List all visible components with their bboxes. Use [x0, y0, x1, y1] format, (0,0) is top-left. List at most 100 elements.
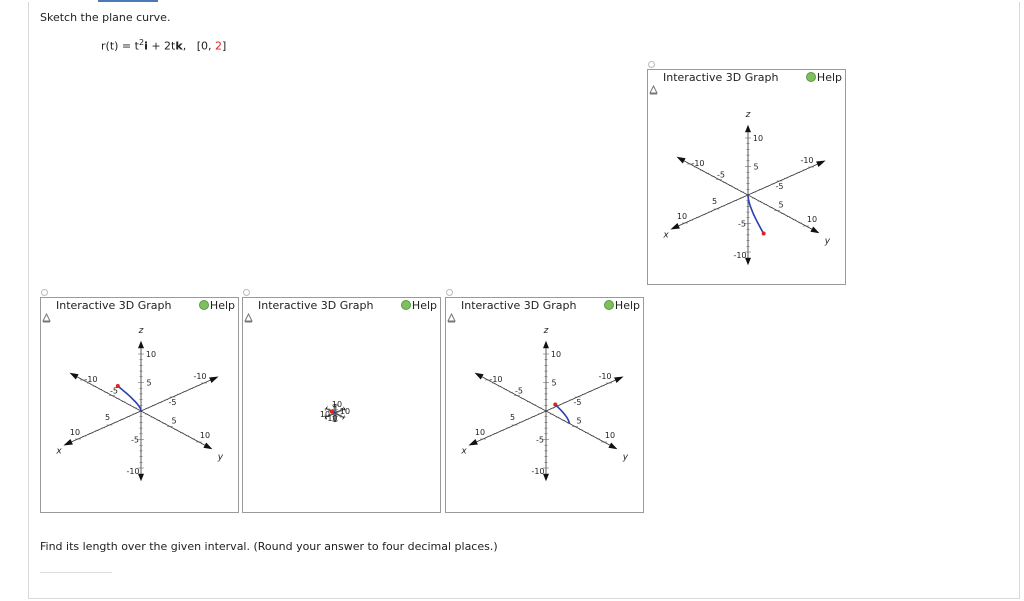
axis-arrow [676, 156, 686, 164]
axis-arrow [342, 406, 346, 412]
axis-arrow [543, 340, 549, 349]
formula-t: t [134, 39, 139, 53]
x-tick-5: 5 [510, 413, 515, 422]
y-tick-m10: -10 [691, 159, 704, 168]
formula-comma: , [182, 39, 187, 53]
z-axis-label: z [543, 326, 549, 336]
graph-2-help[interactable]: Help [198, 299, 235, 312]
help-icon [400, 300, 411, 310]
formula-i: i [144, 39, 148, 53]
curve [747, 195, 765, 234]
x-tick-10: 10 [475, 428, 485, 437]
axis-arrow [209, 376, 219, 383]
y-tick-5: 5 [171, 417, 176, 426]
z-tick-5: 5 [551, 379, 556, 388]
graph-4-title: Interactive 3D Graph [461, 299, 577, 312]
graph-3-radio[interactable] [243, 289, 250, 296]
y-tick-10: 10 [340, 407, 350, 416]
axis-arrow [468, 439, 478, 446]
axis-arrow [543, 473, 549, 482]
x-axis-label: x [662, 230, 669, 240]
z-axis-label: z [745, 110, 751, 120]
axis-arrow [614, 376, 624, 383]
formula-k: k [175, 39, 183, 53]
x-tick-m10: -10 [193, 372, 206, 381]
curve-endpoint [115, 384, 120, 389]
graph-2-help-label: Help [209, 299, 235, 312]
graph-1-radio[interactable] [648, 61, 655, 68]
axis-arrow [670, 223, 680, 230]
x-axis-label: x [460, 446, 467, 456]
z-tick-10: 10 [146, 350, 156, 359]
formula-lhs: r(t) = [101, 39, 135, 53]
z-tick-m5: -5 [738, 220, 746, 229]
y-tick-m10: -10 [489, 375, 502, 384]
x-axis-label: x [55, 446, 62, 456]
graph-1-header: Interactive 3D Graph Help [648, 70, 845, 95]
z-tick-m5: -5 [536, 436, 544, 445]
z-tick-m10: -10 [324, 414, 337, 423]
axis-arrow [816, 160, 826, 167]
graph-3-title: Interactive 3D Graph [258, 299, 374, 312]
graph-2[interactable]: Interactive 3D Graph Help 10 5 -5 -10 10 5 -5 -… [40, 297, 239, 513]
axis-arrow [810, 226, 820, 234]
y-tick-m5: -5 [515, 387, 523, 396]
graph-3-help-label: Help [411, 299, 437, 312]
graph-4[interactable]: Interactive 3D Graph Help 10 5 -5 -10 10 5 -5 -… [445, 297, 644, 513]
formula: r(t) = t2i + 2tk, [0, 2] [101, 38, 226, 53]
graph-4-radio[interactable] [446, 289, 453, 296]
axis-arrow [332, 421, 338, 423]
graph-3-help[interactable]: Help [400, 299, 437, 312]
y-tick-10: 10 [200, 431, 210, 440]
question-frame [28, 2, 1020, 599]
question-text: Find its length over the given interval.… [40, 540, 498, 553]
axis-arrow [138, 473, 144, 482]
interval-start: [0, [196, 39, 215, 53]
z-tick-10: 10 [332, 400, 342, 409]
z-tick-10: 10 [753, 134, 763, 143]
x-tick-m5: -5 [574, 398, 582, 407]
curve [117, 385, 142, 412]
y-axis-label: y [622, 452, 629, 462]
graph-4-help[interactable]: Help [603, 299, 640, 312]
axis-arrow [332, 403, 338, 405]
curve-endpoint [553, 402, 558, 407]
z-tick-5: 5 [753, 163, 758, 172]
graph-3d-icon [42, 313, 51, 323]
z-tick-m10: -10 [126, 467, 139, 476]
y-axis-label: y [217, 452, 224, 462]
axis-arrow [745, 124, 751, 133]
x-tick-10: 10 [677, 212, 687, 221]
graph-3d-icon [447, 313, 456, 323]
curve-endpoint [761, 231, 766, 236]
y-tick-10: 10 [807, 215, 817, 224]
graph-3-header: Interactive 3D Graph Help [243, 298, 440, 323]
y-tick-5: 5 [778, 201, 783, 210]
axis-arrow [203, 442, 213, 450]
graph-1-title: Interactive 3D Graph [663, 71, 779, 84]
x-tick-m10: -10 [800, 156, 813, 165]
z-tick-10: 10 [551, 350, 561, 359]
graph-1-help-label: Help [816, 71, 842, 84]
answer-input[interactable] [40, 560, 112, 573]
prompt-text: Sketch the plane curve. [40, 11, 171, 24]
x-tick-10: 10 [320, 410, 330, 419]
graph-2-radio[interactable] [41, 289, 48, 296]
x-tick-10: 10 [70, 428, 80, 437]
graph-2-title: Interactive 3D Graph [56, 299, 172, 312]
help-icon [198, 300, 209, 310]
graph-1-help[interactable]: Help [805, 71, 842, 84]
z-tick-m10: -10 [733, 251, 746, 260]
x-tick-5: 5 [105, 413, 110, 422]
x-tick-m5: -5 [169, 398, 177, 407]
y-tick-m5: -5 [110, 387, 118, 396]
z-axis-label: z [138, 326, 144, 336]
